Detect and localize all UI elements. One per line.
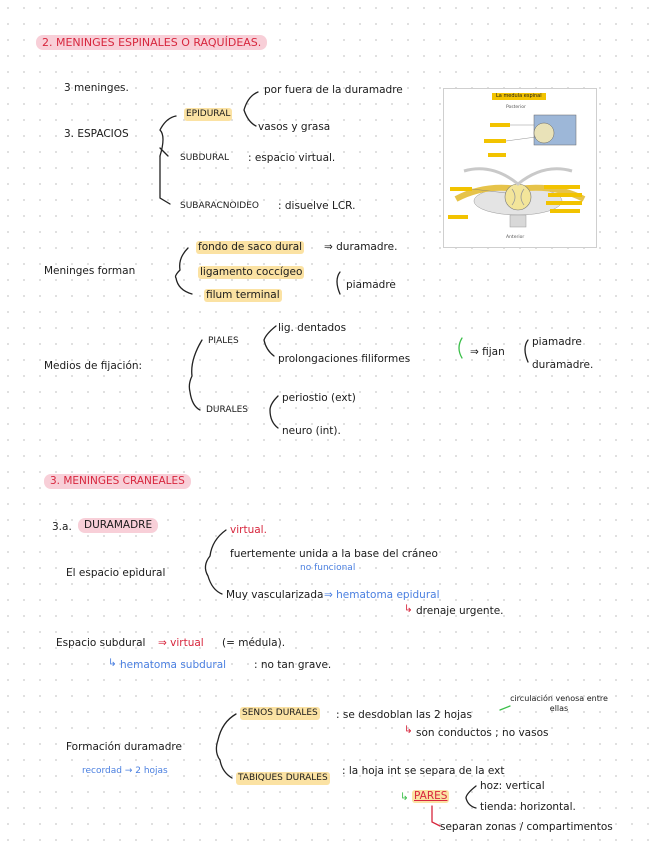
durales-item-1: periostio (ext) bbox=[282, 392, 356, 404]
figure-label-posterior: Posterior bbox=[506, 105, 526, 110]
hematoma-epidural: ⇒ hematoma epidural bbox=[324, 589, 440, 601]
pares-label: PARES bbox=[412, 790, 450, 803]
conductos-note: son conductos ; no vasos bbox=[416, 727, 549, 739]
spinal-cord-illustration bbox=[448, 114, 586, 228]
senos-desc: : se desdoblan las 2 hojas bbox=[336, 709, 472, 721]
durales-label: DURALES bbox=[206, 405, 248, 415]
meninges-count: 3 meninges. bbox=[64, 82, 129, 94]
brace-durales bbox=[269, 395, 279, 429]
brace-pares bbox=[465, 785, 477, 809]
hematoma-subdural-desc: : no tan grave. bbox=[254, 659, 332, 671]
tabiques-label: TABIQUES DURALES bbox=[236, 772, 330, 785]
figure-label-anterior: Anterior bbox=[506, 235, 525, 240]
subdural-space-label: Espacio subdural bbox=[56, 637, 146, 649]
section-3-title: 3. MENINGES CRANEALES bbox=[44, 474, 191, 489]
hematoma-subdural-arrow: ↳ bbox=[108, 657, 117, 669]
subdural-desc: : espacio virtual. bbox=[248, 152, 336, 164]
formacion-label: Formación duramadre bbox=[66, 741, 182, 753]
recordad-note: recordad → 2 hojas bbox=[82, 766, 168, 776]
forman-item-1-arrow: ⇒ duramadre. bbox=[324, 241, 398, 253]
fijan-item-2: duramadre. bbox=[532, 359, 594, 371]
epidural-no-funcional: no funcional bbox=[300, 563, 356, 573]
brace-fijan bbox=[524, 339, 529, 363]
section-2-title: 2. MENINGES ESPINALES O RAQUÍDEAS. bbox=[36, 35, 268, 50]
duramadre-heading: DURAMADRE bbox=[78, 518, 159, 533]
pares-arrow: ↳ bbox=[400, 791, 409, 803]
forman-item-3: filum terminal bbox=[204, 289, 282, 302]
epidural-note-a: por fuera de la duramadre bbox=[264, 84, 403, 96]
senos-label: SENOS DURALES bbox=[240, 707, 320, 720]
piales-item-1: lig. dentados bbox=[278, 322, 347, 334]
epidural-virtual: virtual. bbox=[230, 524, 267, 536]
piales-item-2: prolongaciones filiformes bbox=[278, 353, 411, 365]
fijan-label: ⇒ fijan bbox=[470, 346, 505, 358]
brace-fijacion bbox=[188, 339, 203, 411]
piales-label: PIALES bbox=[208, 336, 239, 346]
brace-piamadre bbox=[336, 271, 341, 295]
tienda-horizontal: tienda: horizontal. bbox=[480, 801, 576, 813]
brace-piales bbox=[263, 325, 277, 357]
brace-green bbox=[458, 337, 463, 359]
separan-zonas: separan zonas / compartimentos bbox=[440, 821, 613, 833]
circulacion-venosa: circulación venosa entre ellas bbox=[510, 694, 608, 713]
epidural-vascular: Muy vascularizada bbox=[226, 589, 324, 601]
drenaje-urgente: drenaje urgente. bbox=[416, 605, 504, 617]
piamadre-brace-label: piamadre bbox=[346, 279, 396, 291]
brace-epidural-cranial bbox=[204, 529, 227, 595]
hematoma-subdural: hematoma subdural bbox=[120, 659, 227, 671]
subdural-medula: (= médula). bbox=[222, 637, 286, 649]
figure-title: La medula espinal bbox=[492, 93, 546, 100]
spinal-cord-figure: La medula espinal Posterior Anterior bbox=[443, 88, 597, 248]
brace-epidural bbox=[243, 91, 259, 127]
epidural-space-label: El espacio epidural bbox=[66, 567, 166, 579]
brace-espacios bbox=[159, 115, 177, 157]
forman-label: Meninges forman bbox=[44, 265, 136, 277]
conductos-arrow: ↳ bbox=[404, 724, 413, 736]
espacios-label: 3. ESPACIOS bbox=[64, 128, 129, 140]
subdural-label: SUBDURAL bbox=[180, 153, 230, 163]
brace-espacios-lower bbox=[159, 155, 171, 205]
forman-item-2: ligamento coccígeo bbox=[198, 266, 305, 279]
brace-forman bbox=[174, 247, 193, 295]
subaracnoideo-label: SUBARACNOIDEO bbox=[180, 201, 259, 211]
subdural-virtual: ⇒ virtual bbox=[158, 637, 204, 649]
separan-connector bbox=[431, 805, 441, 827]
fijan-item-1: piamadre bbox=[532, 336, 582, 348]
epidural-label: EPIDURAL bbox=[184, 108, 233, 121]
subaracnoideo-desc: : disuelve LCR. bbox=[278, 200, 356, 212]
brace-formacion bbox=[215, 713, 237, 779]
drenaje-arrow: ↳ bbox=[404, 603, 413, 615]
epidural-note-b: vasos y grasa bbox=[258, 121, 331, 133]
forman-item-1: fondo de saco dural bbox=[196, 241, 305, 254]
subsection-label: 3.a. bbox=[52, 521, 72, 533]
durales-item-2: neuro (int). bbox=[282, 425, 341, 437]
tabiques-desc: : la hoja int se separa de la ext bbox=[342, 765, 505, 777]
fijacion-label: Medios de fijación: bbox=[44, 360, 143, 372]
hoz-vertical: hoz: vertical bbox=[480, 780, 545, 792]
epidural-unida: fuertemente unida a la base del cráneo bbox=[230, 548, 438, 560]
